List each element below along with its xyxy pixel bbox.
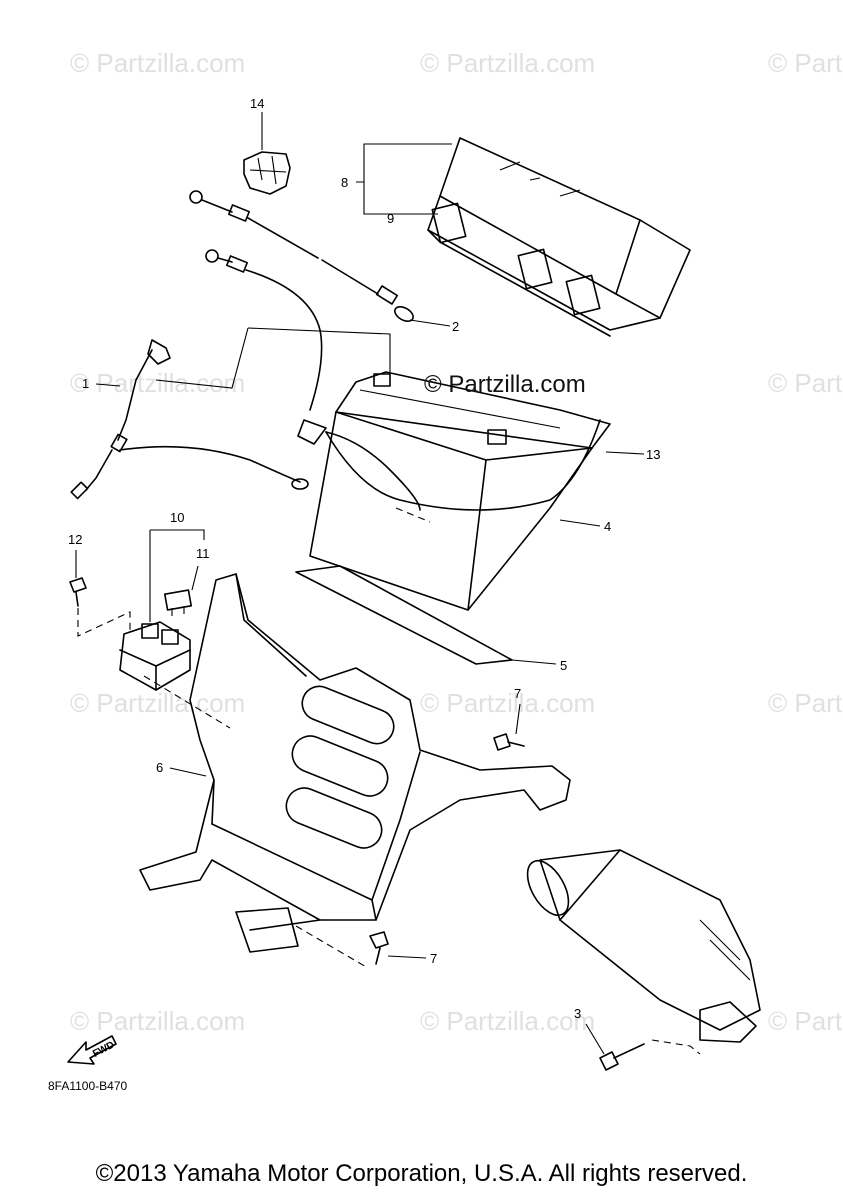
callout-labels: 14 8 9 2 1 13 4 10 12 11 5 7 6 7 3 [68, 96, 660, 1021]
bolt-part-3[interactable] [599, 1043, 645, 1071]
copyright-notice: ©2013 Yamaha Motor Corporation, U.S.A. A… [95, 1160, 748, 1187]
battery-box-part-6[interactable] [139, 573, 571, 953]
starter-relay-part-10[interactable] [119, 621, 191, 691]
watermark: © Partzilla.com [420, 688, 595, 718]
alignment-dashes [77, 507, 701, 1055]
callout-1: 1 [82, 376, 89, 391]
battery-pad-part-5[interactable] [295, 565, 513, 665]
callout-2: 2 [452, 319, 459, 334]
bolt-part-7-upper[interactable] [493, 733, 525, 751]
callout-9: 9 [387, 211, 394, 226]
watermark: © Partzilla.com [70, 1006, 245, 1036]
watermark: © Partzilla.com [768, 48, 843, 78]
watermark: © Partzilla.com [70, 48, 245, 78]
watermark-center: © Partzilla.com [424, 371, 586, 398]
forward-arrow-icon: FWD [67, 1035, 117, 1065]
callout-14: 14 [250, 96, 264, 111]
callout-11: 11 [196, 546, 210, 561]
leader-lines [75, 112, 645, 1055]
callout-7-lower: 7 [430, 951, 437, 966]
callout-5: 5 [560, 658, 567, 673]
battery-cover-part-8[interactable] [427, 137, 691, 337]
battery-cable-part-2[interactable] [189, 190, 416, 324]
watermark: © Partzilla.com [70, 688, 245, 718]
watermark: © Partzilla.com [768, 688, 843, 718]
bolt-part-12[interactable] [69, 577, 87, 607]
watermark: © Partzilla.com [420, 48, 595, 78]
callout-8: 8 [341, 175, 348, 190]
battery-part-4[interactable] [309, 371, 611, 611]
callout-3: 3 [574, 1006, 581, 1021]
watermark: © Partzilla.com [70, 368, 245, 398]
callout-6: 6 [156, 760, 163, 775]
vent-hose-part-13[interactable] [325, 419, 601, 511]
fwd-label: FWD [91, 1040, 116, 1060]
fuse-part-11[interactable] [163, 589, 193, 616]
strap-part-9[interactable] [431, 202, 601, 316]
callout-12: 12 [68, 532, 82, 547]
watermark: © Partzilla.com [420, 1006, 595, 1036]
watermark: © Partzilla.com [768, 368, 843, 398]
callout-10: 10 [170, 510, 184, 525]
battery-cable-part-1[interactable] [70, 249, 421, 511]
starter-motor[interactable] [519, 849, 761, 1043]
watermark-grid: © Partzilla.com © Partzilla.com © Partzi… [70, 48, 843, 1036]
callout-7-upper: 7 [514, 686, 521, 701]
clamp-part-14[interactable] [243, 151, 291, 195]
callout-4: 4 [604, 519, 611, 534]
watermark: © Partzilla.com [768, 1006, 843, 1036]
diagram-code: 8FA1100-B470 [48, 1079, 127, 1093]
bolt-part-7-lower[interactable] [369, 931, 389, 965]
callout-13: 13 [646, 447, 660, 462]
